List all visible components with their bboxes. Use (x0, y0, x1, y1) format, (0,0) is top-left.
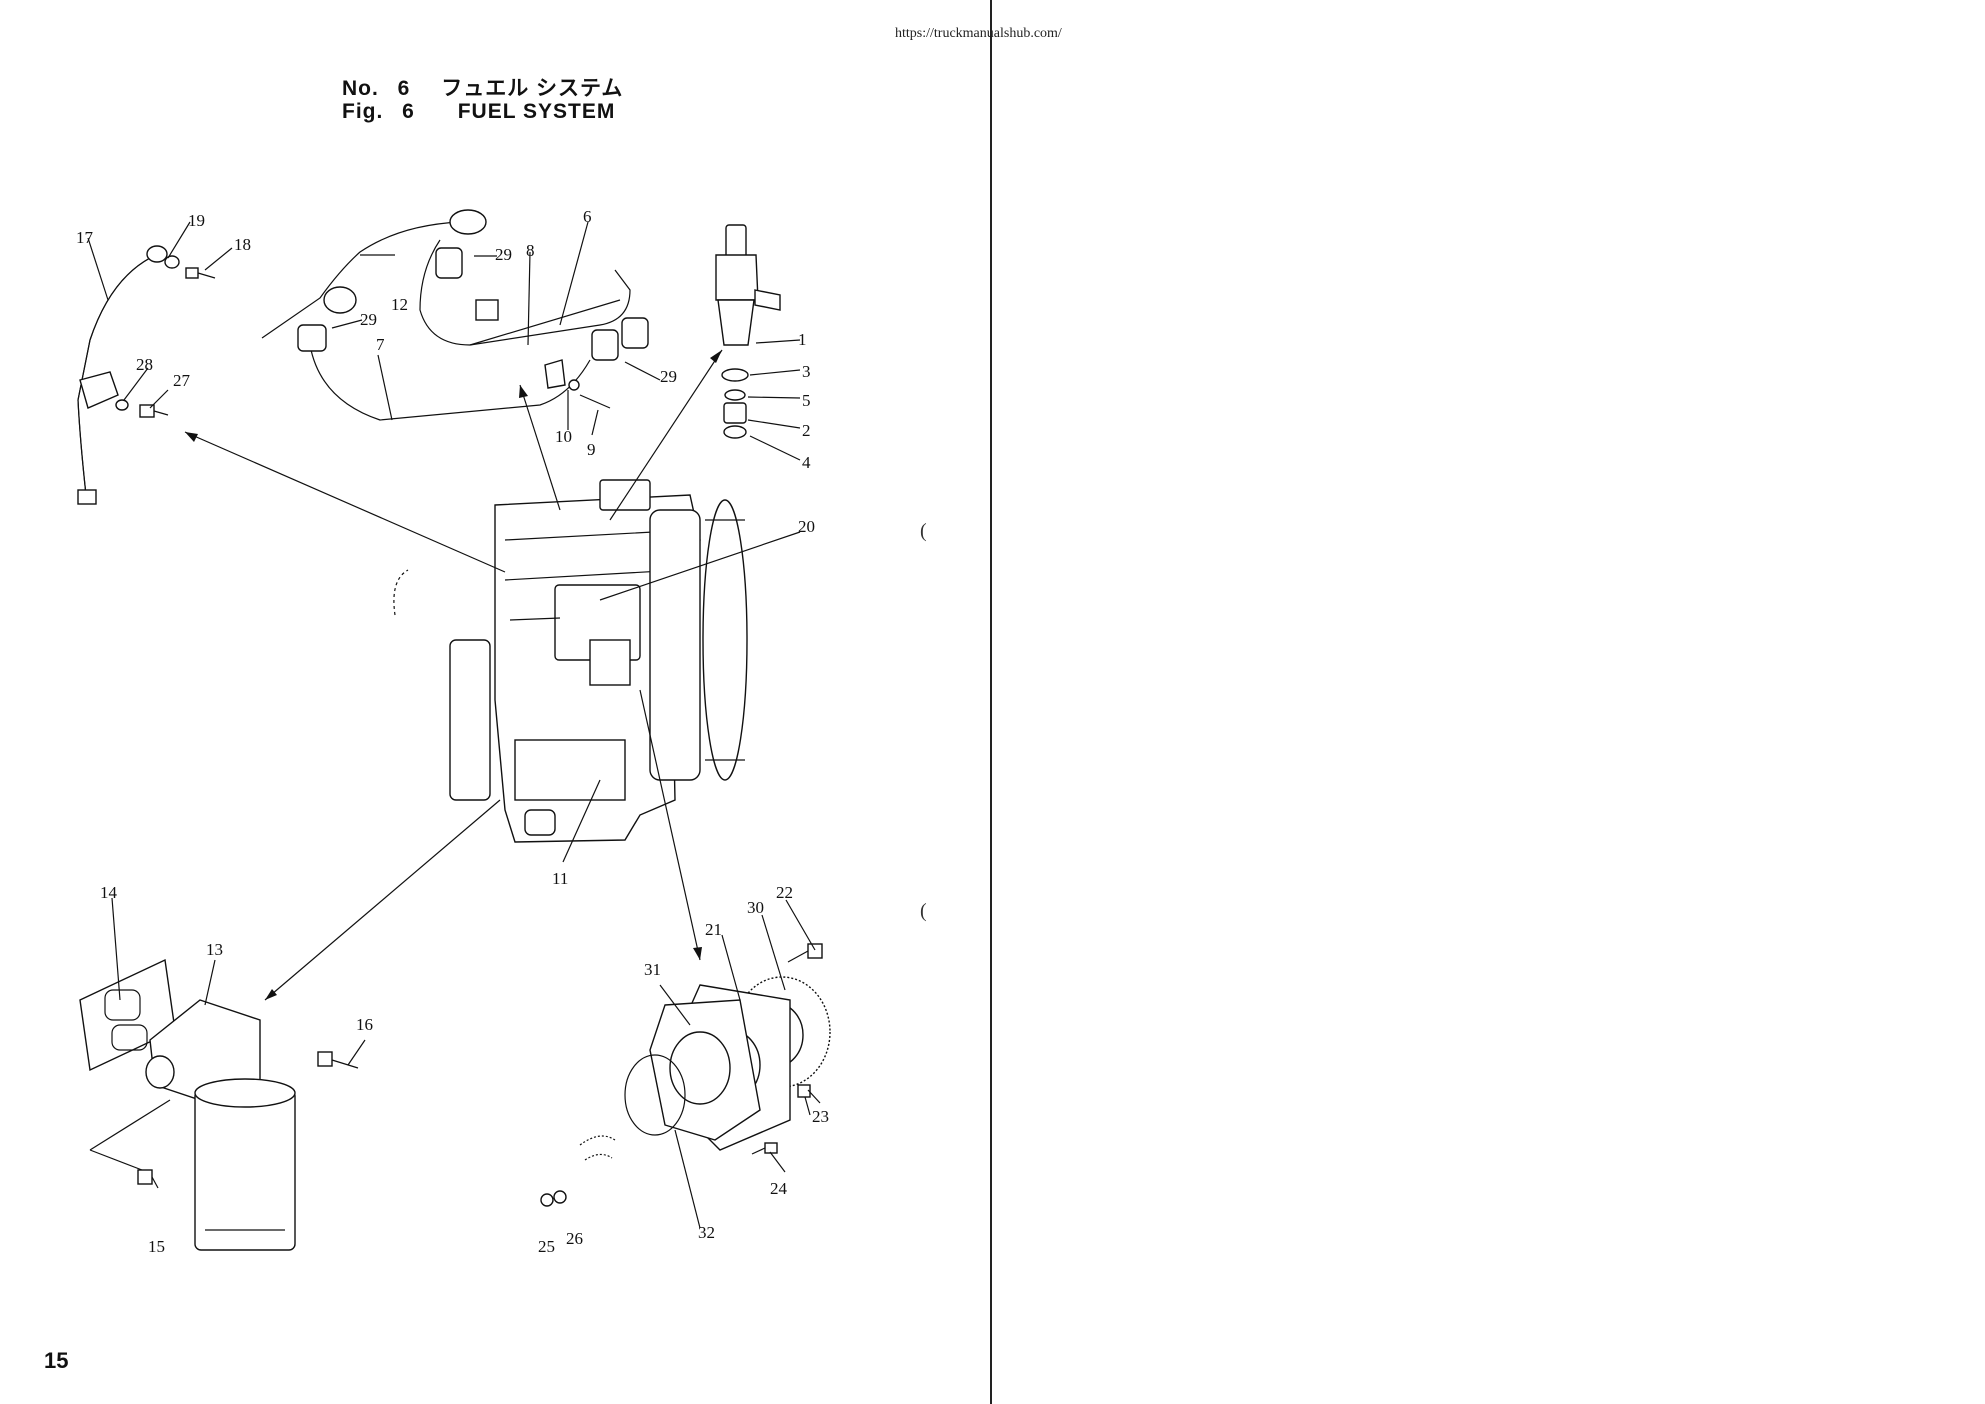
bolt-16 (317, 1051, 359, 1069)
callout-25: 25 (538, 1237, 555, 1256)
page-divider (990, 0, 992, 1404)
bolt-23 (797, 1084, 811, 1116)
callout-31: 31 (644, 960, 661, 979)
callout-18: 18 (234, 235, 251, 254)
callout-11: 11 (552, 869, 568, 888)
callout-13: 13 (206, 940, 223, 959)
callout-29: 29 (495, 245, 512, 264)
callout-20: 20 (798, 517, 815, 536)
bolt-9 (579, 394, 611, 409)
bolt-15 (137, 1169, 159, 1189)
callout-17: 17 (76, 228, 94, 247)
nozzle-washers (721, 368, 749, 439)
callout-6: 6 (583, 207, 592, 226)
title-english: Fig. 6 FUEL SYSTEM (342, 100, 615, 124)
fuel-return-pipe (77, 245, 168, 505)
page-number: 15 (44, 1348, 69, 1373)
title-jp-number: 6 (397, 77, 411, 100)
bolt-18 (185, 267, 216, 279)
clamp-8 (544, 359, 566, 389)
bolt-22 (787, 943, 823, 963)
title-japanese: No. 6 フュエル システム (342, 72, 623, 102)
callout-26: 26 (566, 1229, 583, 1248)
bolt-27 (139, 404, 169, 418)
title-jp-text: フュエル システム (441, 77, 624, 100)
washer-19 (164, 255, 180, 269)
title-jp-prefix: No. (342, 77, 379, 100)
callout-30: 30 (747, 898, 764, 917)
washer-10 (568, 379, 580, 391)
washer-28 (115, 399, 129, 411)
callout-14: 14 (100, 883, 118, 902)
callout-21: 21 (705, 920, 722, 939)
assembly-arrows (184, 349, 723, 1001)
callout-7: 7 (376, 335, 385, 354)
callout-5: 5 (802, 391, 811, 410)
filter-head (145, 999, 261, 1101)
leader-lines (87, 221, 821, 1229)
callout-2: 2 (802, 421, 811, 440)
callout-3: 3 (802, 362, 811, 381)
title-en-text: FUEL SYSTEM (457, 100, 616, 123)
callout-labels: 1 2 3 4 5 6 7 8 9 10 11 12 13 14 15 16 1… (76, 207, 829, 1256)
callout-12: 12 (391, 295, 408, 314)
margin-mark: ( (920, 900, 927, 922)
callout-29: 29 (360, 310, 377, 329)
callout-4: 4 (802, 453, 811, 472)
callout-29: 29 (660, 367, 677, 386)
callout-19: 19 (188, 211, 205, 230)
callout-9: 9 (587, 440, 596, 459)
title-en-prefix: Fig. (342, 100, 384, 123)
source-url: https://truckmanualshub.com/ (895, 26, 1062, 41)
callout-1: 1 (798, 330, 807, 349)
callout-28: 28 (136, 355, 153, 374)
bolt-24 (751, 1142, 778, 1155)
callout-22: 22 (776, 883, 793, 902)
callout-10: 10 (555, 427, 572, 446)
injection-pipes (261, 209, 649, 421)
callout-23: 23 (812, 1107, 829, 1126)
fuel-filter-cartridge (194, 1078, 296, 1251)
callout-24: 24 (770, 1179, 788, 1198)
pump-gasket (649, 999, 761, 1141)
nut-25-washer-26 (540, 1190, 567, 1207)
title-en-number: 6 (402, 100, 415, 123)
margin-mark: ( (920, 520, 927, 542)
injection-nozzle (715, 224, 781, 346)
callout-8: 8 (526, 241, 535, 260)
callout-16: 16 (356, 1015, 373, 1034)
engine-assembly (393, 479, 748, 843)
callout-15: 15 (148, 1237, 165, 1256)
callout-32: 32 (698, 1223, 715, 1242)
o-ring (624, 1054, 686, 1136)
callout-27: 27 (173, 371, 191, 390)
